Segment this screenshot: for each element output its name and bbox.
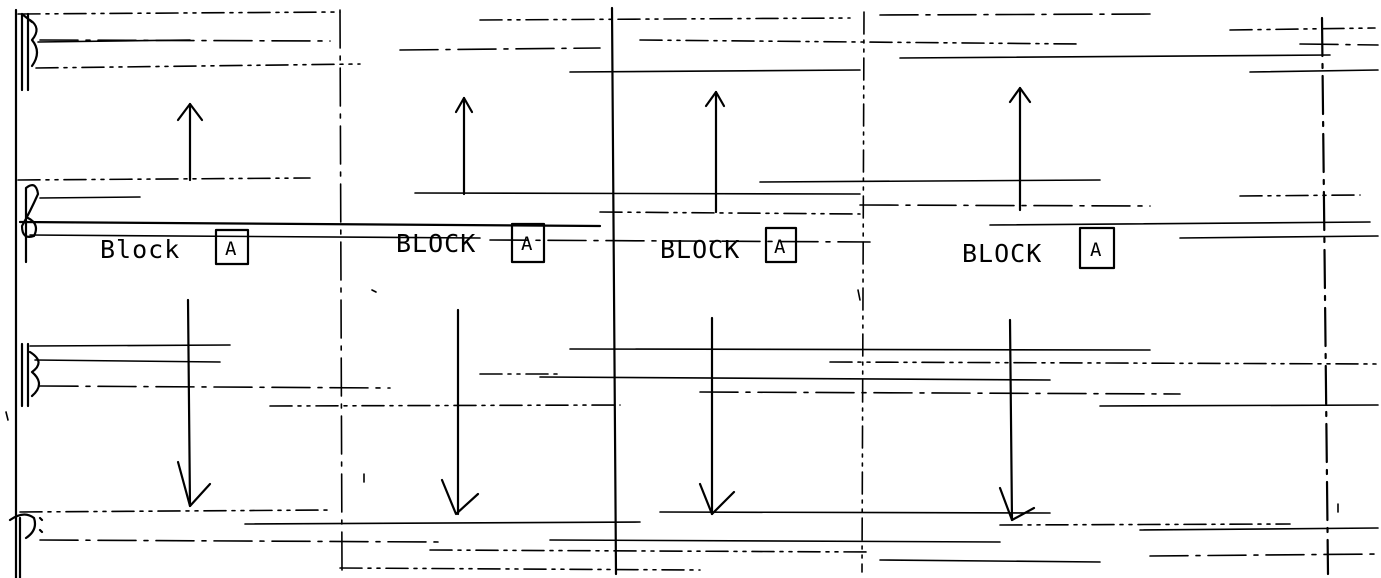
arrow-down-icon: [440, 308, 480, 516]
block-box-letter: A: [521, 233, 533, 255]
staff-bass: [19, 509, 1379, 571]
arrow-down-icon: [998, 318, 1036, 522]
arrow-up-icon: [176, 102, 204, 182]
staff-alto-lower: [29, 344, 1379, 407]
arrow-down-icon: [698, 316, 736, 516]
block-label-text: BLOCK: [660, 235, 740, 264]
arrow-down-icon: [176, 298, 212, 508]
block-label-text: BLOCK: [396, 229, 476, 258]
stray-marks: [5, 289, 1339, 513]
block-label-2: BLOCK A: [396, 222, 546, 264]
alto-clef-lower: [20, 342, 41, 408]
bass-clef: [8, 513, 44, 578]
alto-clef-top: [20, 12, 39, 92]
treble-clef: [20, 184, 40, 264]
staff-treble: [17, 177, 1379, 243]
block-label-text: Block: [100, 235, 180, 264]
arrow-up-icon: [454, 96, 474, 196]
arrow-up-icon: [1008, 86, 1032, 212]
block-label-4: BLOCK A: [962, 226, 1116, 270]
block-label-text: BLOCK: [962, 239, 1042, 268]
staff-top: [17, 11, 1379, 73]
block-box-letter: A: [774, 236, 786, 258]
block-box-letter: A: [225, 238, 237, 260]
block-label-1: Block A: [100, 228, 250, 266]
block-label-3: BLOCK A: [660, 226, 798, 264]
arrow-up-icon: [704, 90, 726, 214]
block-box-letter: A: [1090, 239, 1102, 261]
bar-lines: [14, 6, 1330, 578]
